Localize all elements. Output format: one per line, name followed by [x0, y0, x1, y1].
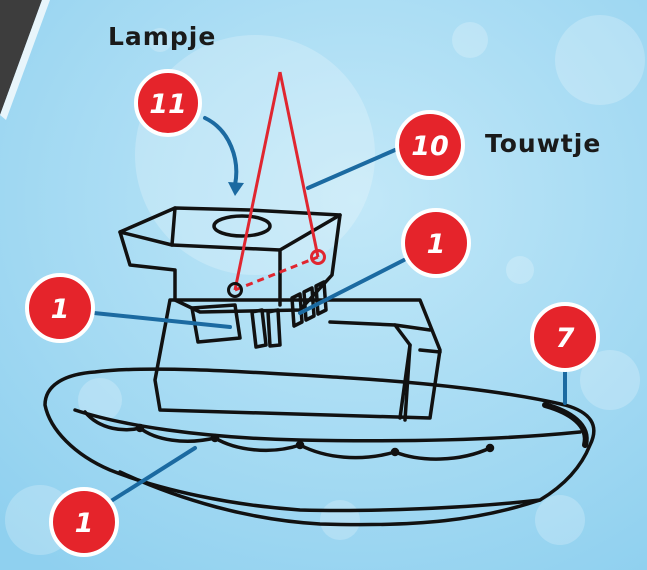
badge-1-hull: 1	[49, 487, 119, 557]
badge-1-hull-number: 1	[75, 508, 94, 539]
badge-1-left-number: 1	[51, 294, 70, 325]
badge-1-right-window: 1	[401, 208, 471, 278]
lamp-left-ring	[227, 282, 243, 298]
leader-lines	[92, 116, 567, 510]
badge-10-number: 10	[411, 131, 449, 162]
badge-1-right-number: 1	[427, 229, 446, 260]
badge-7-number: 7	[556, 323, 575, 354]
lamp-right-ring	[310, 249, 326, 265]
badge-11: 11	[134, 69, 202, 137]
label-touwtje: Touwtje	[485, 129, 601, 158]
arrow-head-icon	[228, 182, 244, 196]
label-lampje: Lampje	[108, 22, 216, 51]
badge-7: 7	[530, 302, 600, 372]
corner-panel	[0, 0, 50, 120]
rope-lines	[233, 71, 320, 292]
badge-11-number: 11	[149, 89, 187, 120]
badge-1-left-window: 1	[25, 273, 95, 343]
boat-outline	[43, 206, 596, 527]
badge-10: 10	[395, 110, 465, 180]
